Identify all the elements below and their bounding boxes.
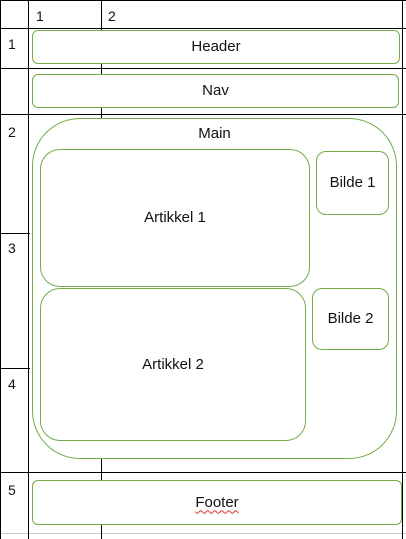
header-region: Header [32,30,400,64]
image-1-label: Bilde 1 [329,174,376,191]
grid-line-nav-row [0,68,406,69]
row-label-4: 4 [8,376,16,392]
grid-line-right [402,0,403,539]
grid-line-footer-row [0,472,406,473]
row-label-3: 3 [8,240,16,256]
row-label-1: 1 [8,36,16,52]
image-2-label: Bilde 2 [327,310,374,327]
row-label-5: 5 [8,482,16,498]
main-label: Main [198,125,231,142]
grid-line-col1 [28,0,29,539]
nav-region: Nav [32,74,399,108]
footer-region: Footer [32,480,402,525]
grid-line-top [0,0,406,1]
header-label: Header [191,38,241,55]
grid-line-main-row [0,114,406,115]
image-1-region: Bilde 1 [316,151,389,215]
column-label-1: 1 [36,8,44,24]
image-2-region: Bilde 2 [312,288,389,350]
grid-line-row4 [0,368,30,369]
article-2-label: Artikkel 2 [142,355,204,373]
footer-label: Footer [195,493,239,511]
grid-line-left [0,0,1,539]
row-label-2: 2 [8,124,16,140]
grid-line-bottom [0,533,406,534]
nav-label: Nav [202,82,229,99]
column-label-2: 2 [108,8,116,24]
article-1-label: Artikkel 1 [144,209,206,226]
article-1-region: Artikkel 1 [40,149,310,287]
grid-line-header-row [0,28,406,29]
article-2-region: Artikkel 2 [40,288,306,441]
grid-line-row3 [0,233,30,234]
